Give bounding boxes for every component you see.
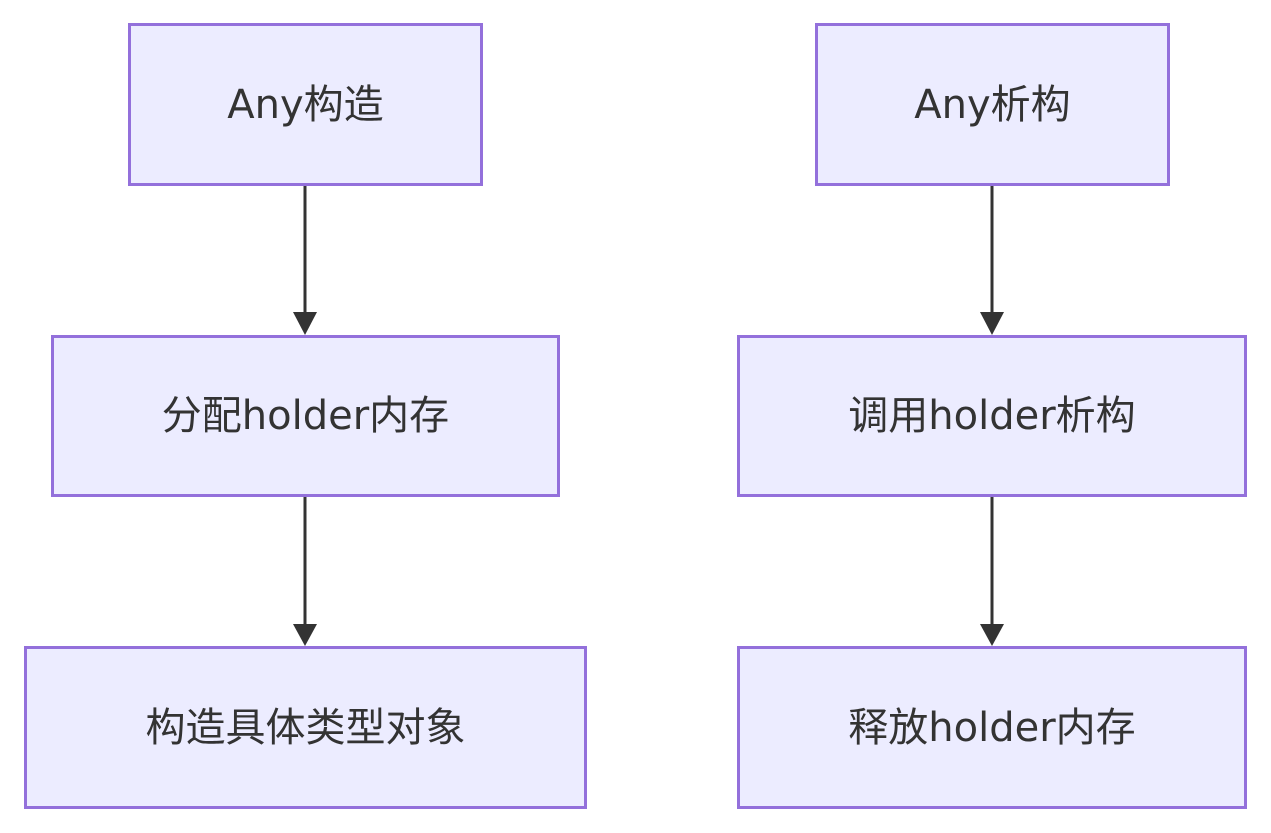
arrowhead-icon [293, 312, 317, 335]
node-call-holder-destructor: 调用holder析构 [737, 335, 1247, 497]
node-alloc-holder-memory: 分配holder内存 [51, 335, 560, 497]
arrowhead-icon [980, 312, 1004, 335]
node-label: 分配holder内存 [161, 393, 450, 439]
node-free-holder-memory: 释放holder内存 [737, 646, 1247, 809]
edge-any-construct-to-alloc [293, 186, 317, 335]
node-any-destruct: Any析构 [815, 23, 1170, 186]
edge-any-destruct-to-call-dtor [980, 186, 1004, 335]
edge-call-dtor-to-free [980, 497, 1004, 646]
node-construct-concrete-object: 构造具体类型对象 [24, 646, 587, 809]
node-any-construct: Any构造 [128, 23, 483, 186]
node-label: 构造具体类型对象 [145, 704, 466, 751]
node-label: 调用holder析构 [848, 393, 1136, 439]
node-label: Any析构 [914, 81, 1071, 128]
node-label: 释放holder内存 [848, 704, 1136, 751]
node-label: Any构造 [227, 81, 384, 128]
edge-alloc-to-construct-object [293, 497, 317, 646]
arrowhead-icon [293, 624, 317, 646]
arrowhead-icon [980, 624, 1004, 646]
